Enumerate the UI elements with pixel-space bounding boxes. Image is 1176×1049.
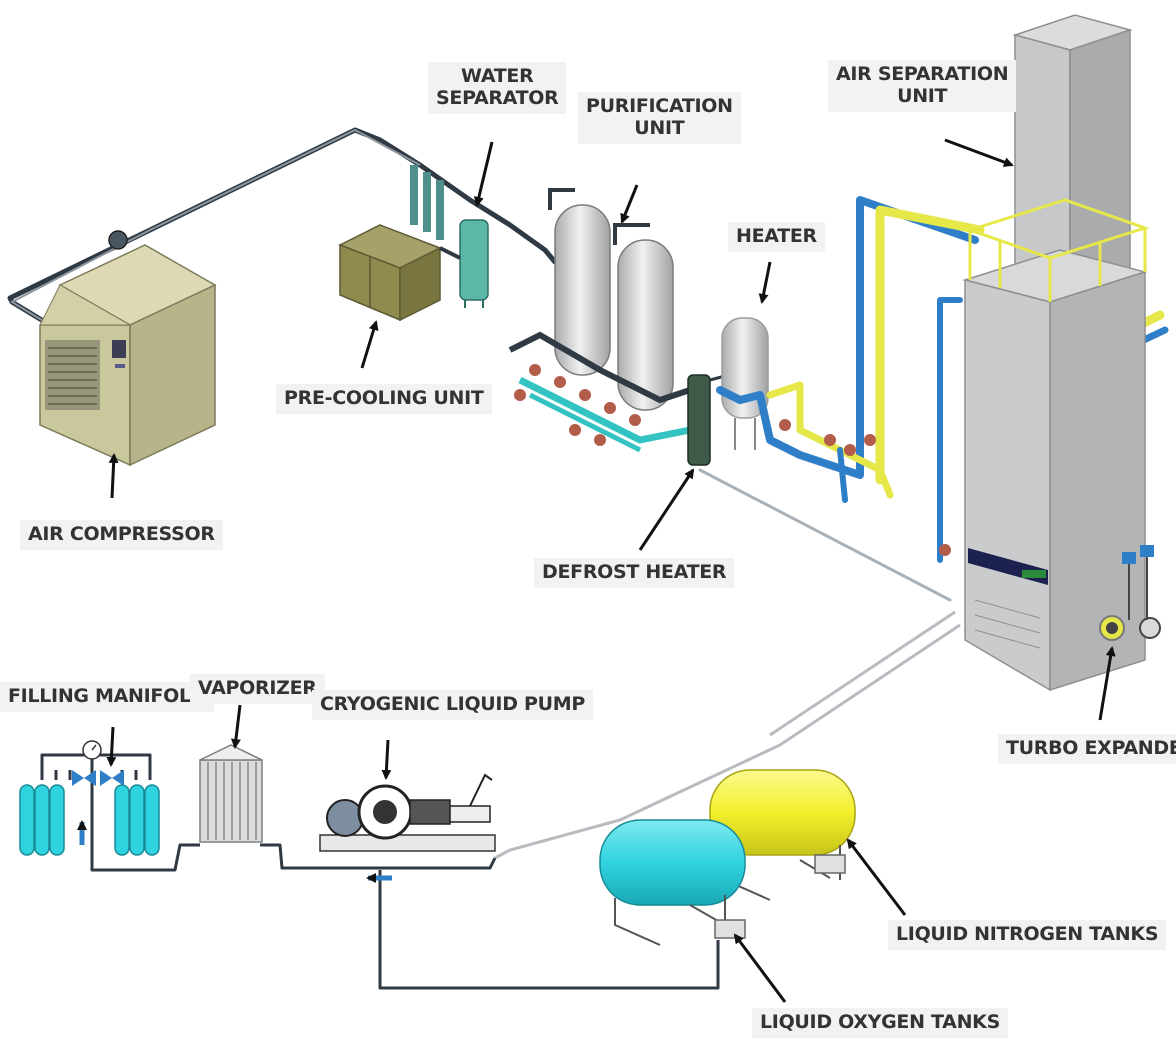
- label-turbo-expander-text: TURBO EXPANDER: [1006, 737, 1176, 759]
- air-compressor-unit: [39, 230, 217, 467]
- label-filling-manifold: FILLING MANIFOLD: [0, 682, 215, 712]
- label-turbo-expander: TURBO EXPANDER: [998, 734, 1176, 764]
- main-air-pipe: [7, 127, 558, 325]
- label-filling-manifold-text: FILLING MANIFOLD: [8, 685, 207, 707]
- turbo-expander-unit: [1099, 545, 1161, 641]
- label-water-separator-line2: SEPARATOR: [436, 86, 559, 109]
- label-air-compressor: AIR COMPRESSOR: [20, 520, 223, 550]
- label-cryogenic-liquid-pump-text: CRYOGENIC LIQUID PUMP: [320, 693, 585, 715]
- label-heater-text: HEATER: [736, 225, 817, 247]
- label-purification-unit: PURIFICATION UNIT: [578, 92, 741, 144]
- label-liquid-oxygen-tanks: LIQUID OXYGEN TANKS: [752, 1008, 1008, 1038]
- label-defrost-heater-text: DEFROST HEATER: [542, 561, 727, 583]
- label-heater: HEATER: [728, 222, 825, 252]
- label-defrost-heater: DEFROST HEATER: [534, 558, 735, 588]
- heater-vessel: [721, 317, 769, 450]
- cryogenic-pump-unit: [319, 773, 496, 852]
- pre-cooling-unit: [338, 224, 442, 322]
- label-vaporizer-text: VAPORIZER: [198, 677, 317, 699]
- label-water-separator: WATER SEPARATOR: [428, 62, 567, 114]
- label-purification-unit-line2: UNIT: [634, 116, 685, 139]
- label-air-separation-unit-line2: UNIT: [897, 84, 948, 107]
- purification-vessels: [508, 188, 691, 453]
- label-vaporizer: VAPORIZER: [190, 674, 325, 704]
- vaporizer-unit: [199, 744, 263, 843]
- label-water-separator-line1: WATER: [461, 65, 534, 87]
- label-pre-cooling-unit-text: PRE-COOLING UNIT: [284, 387, 484, 409]
- water-separator: [410, 165, 489, 308]
- label-liquid-nitrogen-tanks-text: LIQUID NITROGEN TANKS: [896, 923, 1159, 945]
- valve-icon: [72, 770, 96, 786]
- label-air-compressor-text: AIR COMPRESSOR: [28, 523, 215, 545]
- label-pre-cooling-unit: PRE-COOLING UNIT: [276, 384, 492, 414]
- air-separation-column: [962, 14, 1150, 692]
- liquid-transfer-line: [494, 610, 961, 860]
- label-liquid-nitrogen-tanks: LIQUID NITROGEN TANKS: [888, 920, 1167, 950]
- liquid-oxygen-tank: [599, 819, 746, 946]
- label-air-separation-unit: AIR SEPARATION UNIT: [828, 60, 1017, 112]
- label-liquid-oxygen-tanks-text: LIQUID OXYGEN TANKS: [760, 1011, 1000, 1033]
- process-pipes: [698, 196, 1169, 602]
- label-purification-unit-line1: PURIFICATION: [586, 95, 733, 117]
- label-air-separation-unit-line1: AIR SEPARATION: [836, 63, 1009, 85]
- label-cryogenic-liquid-pump: CRYOGENIC LIQUID PUMP: [312, 690, 593, 720]
- liquid-nitrogen-tank: [709, 769, 856, 901]
- label-pointer-arrows: [106, 138, 1116, 1003]
- filling-loop-piping: [40, 753, 720, 990]
- gas-cylinders: [19, 740, 160, 856]
